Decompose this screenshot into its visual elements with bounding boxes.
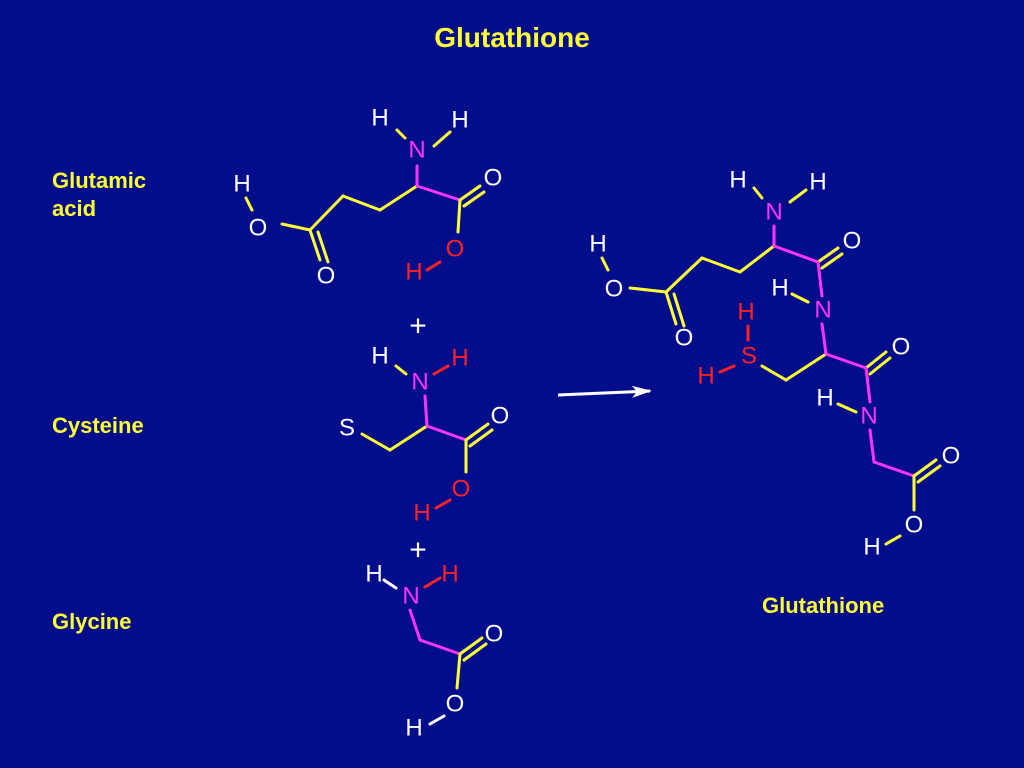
atom-o: O [446, 691, 465, 718]
atom-o: O [605, 276, 624, 303]
atom-o: O [942, 443, 961, 470]
cysteine-label: Cysteine [52, 413, 144, 438]
glutamic-acid-molecule: H H N O H O O O H [233, 105, 502, 290]
atom-h: H [809, 169, 826, 196]
atom-h: H [451, 107, 468, 134]
atom-o: O [452, 476, 471, 503]
atom-n: N [411, 369, 428, 396]
glutamic-acid-label-line2: acid [52, 196, 97, 221]
atom-h: H [371, 343, 388, 370]
atom-o: O [249, 215, 268, 242]
atom-o: O [892, 334, 911, 361]
glycine-molecule: H H N O O H [365, 561, 503, 742]
atom-o: O [446, 236, 465, 263]
glutamic-acid-label: Glutamic acid [52, 167, 146, 223]
atom-h: H [365, 561, 382, 588]
atom-h: H [233, 171, 250, 198]
atom-h: H [771, 275, 788, 302]
atom-n: N [765, 199, 782, 226]
atom-o: O [905, 512, 924, 539]
atom-o: O [843, 228, 862, 255]
atom-h: H [816, 385, 833, 412]
atom-h: H [863, 534, 880, 561]
atom-h: H [589, 231, 606, 258]
atom-h: H [413, 500, 430, 527]
glutathione-molecule: H H N O H O O H N H S H O H N O O H [589, 167, 960, 561]
atom-o: O [317, 263, 336, 290]
atom-n: N [402, 583, 419, 610]
page-title: Glutathione [434, 22, 590, 53]
atom-o: O [485, 621, 504, 648]
glycine-label: Glycine [52, 609, 132, 634]
glutamic-acid-label-line1: Glutamic [52, 168, 147, 193]
atom-s: S [741, 343, 757, 370]
atom-o: O [484, 165, 503, 192]
atom-n: N [814, 297, 831, 324]
atom-h: H [405, 715, 422, 742]
atom-n: N [860, 403, 877, 430]
atom-s: S [339, 415, 355, 442]
atom-o: O [491, 403, 510, 430]
atom-h: H [737, 299, 754, 326]
atom-h: H [729, 167, 746, 194]
glutathione-product-label: Glutathione [762, 593, 885, 618]
reaction-arrow [557, 385, 652, 398]
atom-n: N [408, 137, 425, 164]
cysteine-molecule: H H N O S O H [339, 343, 509, 527]
atom-h: H [441, 561, 458, 588]
atom-h: H [697, 363, 714, 390]
atom-h: H [405, 259, 422, 286]
plus-sign: + [409, 310, 427, 343]
plus-sign: + [409, 534, 427, 567]
atom-h: H [451, 345, 468, 372]
atom-o: O [675, 325, 694, 352]
atom-h: H [371, 105, 388, 132]
